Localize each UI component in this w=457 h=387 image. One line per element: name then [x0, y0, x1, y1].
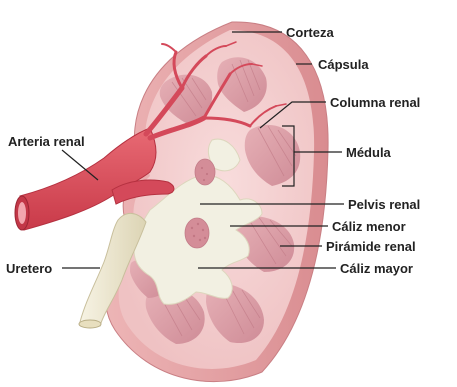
- label-caliz-menor: Cáliz menor: [332, 219, 406, 234]
- papilla-upper: [195, 159, 215, 185]
- label-uretero: Uretero: [6, 261, 52, 276]
- label-capsula: Cápsula: [318, 57, 369, 72]
- ureter-opening: [79, 320, 101, 328]
- artery-lumen: [18, 202, 26, 224]
- label-corteza: Corteza: [286, 25, 334, 40]
- label-columna-renal: Columna renal: [330, 95, 420, 110]
- label-piramide-renal: Pirámide renal: [326, 239, 416, 254]
- papilla-lower: [185, 218, 209, 248]
- label-medula: Médula: [346, 145, 392, 160]
- label-caliz-mayor: Cáliz mayor: [340, 261, 413, 276]
- label-arteria-renal: Arteria renal: [8, 134, 85, 149]
- label-pelvis-renal: Pelvis renal: [348, 197, 420, 212]
